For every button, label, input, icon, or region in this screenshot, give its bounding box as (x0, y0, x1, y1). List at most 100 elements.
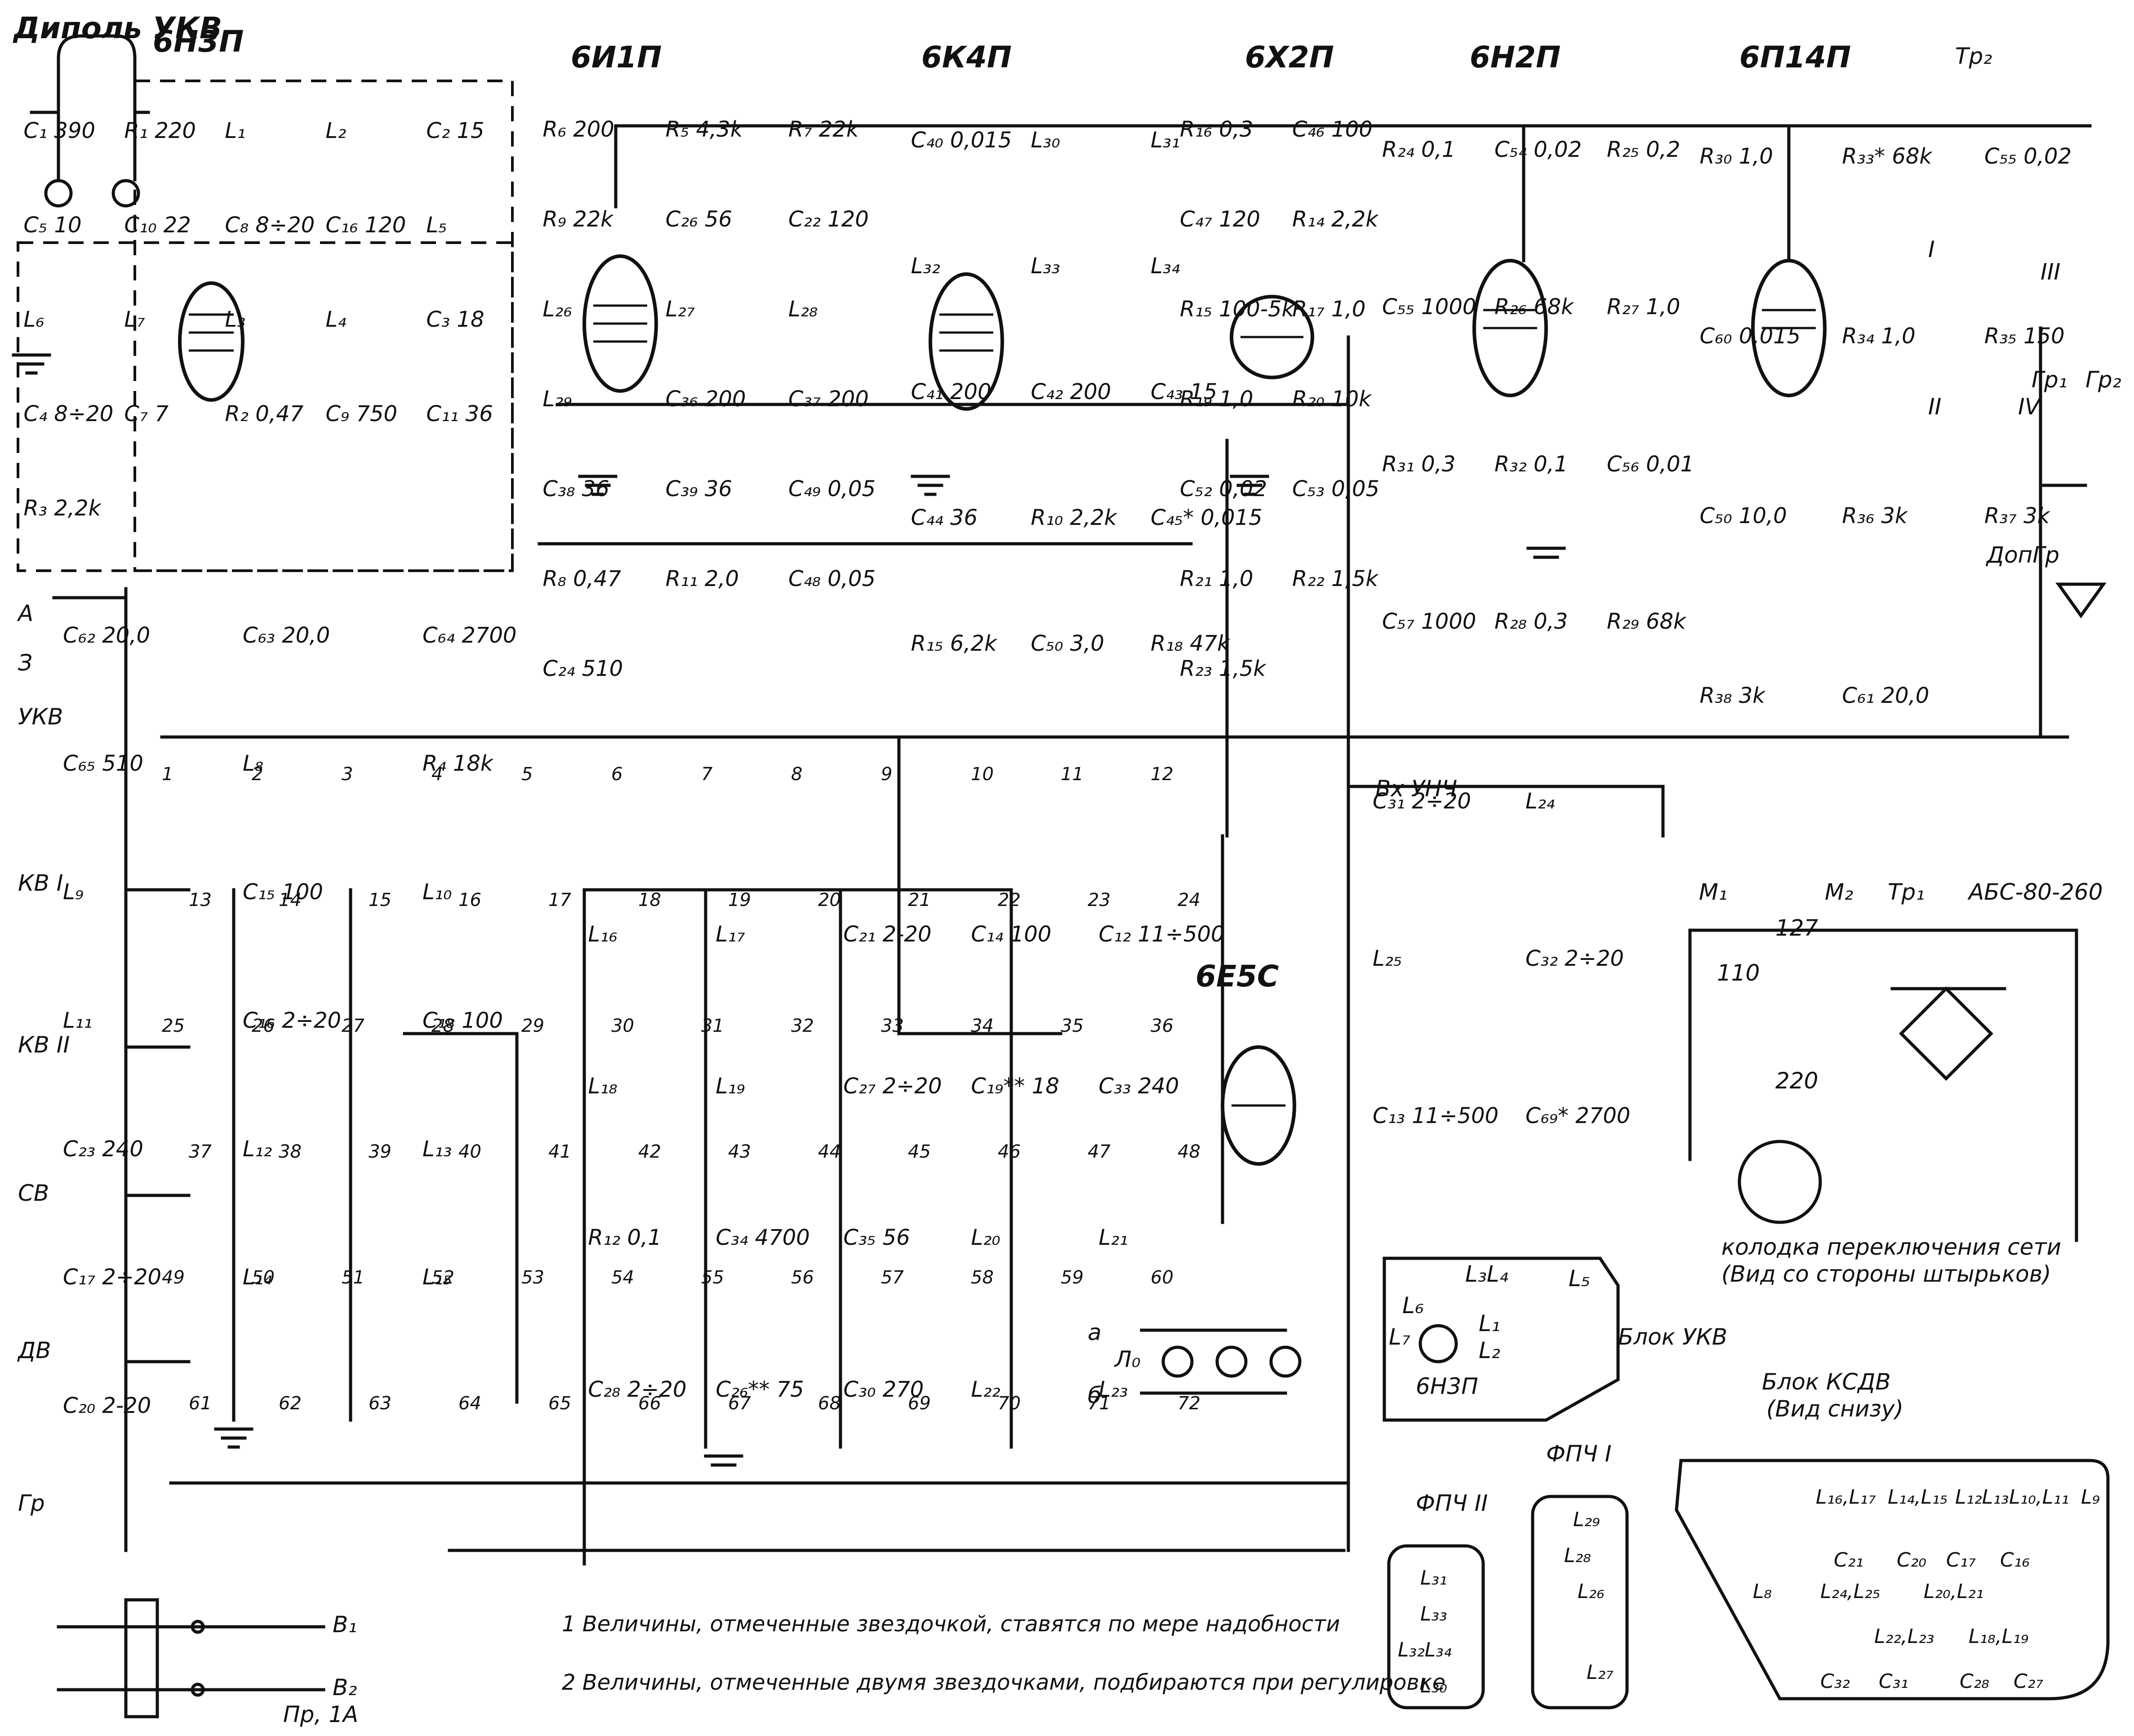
fpch2-block-drawing (1387, 1544, 1485, 1709)
switch-contact-number: 51 (342, 1267, 365, 1288)
component-value: C₂₁ 2-20 (843, 922, 932, 947)
component-value: R₁₄ 2,2k (1292, 207, 1378, 232)
switch-contact-number: 58 (971, 1267, 994, 1288)
component-value: L₂ (325, 118, 347, 143)
component-value: C₄₁ 200 (911, 379, 991, 404)
ksdv-l8: L₈ (1753, 1580, 1772, 1603)
socket-title: колодка переключения сети (1721, 1234, 2062, 1260)
component-value: R₃₅ 150 (1984, 324, 2065, 349)
component-value: L₁₈ (588, 1073, 618, 1099)
ksdv-title: Блок КСДВ (1762, 1369, 1891, 1395)
switch-contact-number: 41 (548, 1141, 571, 1162)
component-value: C₂₀ 2-20 (63, 1393, 151, 1418)
component-value: L₃₄ (1151, 253, 1180, 279)
component-value: C₄₆ 100 (1292, 117, 1373, 142)
component-value: C₆₁ 20,0 (1842, 683, 1929, 708)
component-value: C₁₁ 36 (426, 401, 493, 426)
m2-label: М₂ (1825, 879, 1854, 905)
component-value: C₂ 15 (426, 118, 485, 143)
tap-127: 127 (1775, 915, 1818, 941)
component-value: L₃₀ (1031, 128, 1060, 153)
ksdv-c16: C₁₆ (2000, 1549, 2030, 1572)
component-value: L₂₅ (1373, 946, 1402, 971)
fpch1-l27: L₂₇ (1587, 1661, 1614, 1684)
winding-1-label: I (1928, 236, 1935, 262)
switch-contact-number: 60 (1151, 1267, 1174, 1288)
tube-label-6i1p: 6И1П (571, 40, 662, 75)
component-value: C₂₈ 2÷20 (588, 1376, 687, 1402)
component-value: C₃₅ 56 (843, 1225, 910, 1251)
component-value: C₃ 18 (426, 307, 485, 332)
component-value: C₄₈ 0,05 (788, 566, 876, 591)
pilot-lamps (1140, 1328, 1302, 1395)
component-value: L₄ (325, 307, 347, 332)
ksdv-l20l21: L₂₀,L₂₁ (1924, 1580, 1984, 1603)
ukv-block-tube: 6Н3П (1416, 1373, 1478, 1399)
component-value: C₅₅ 1000 (1382, 294, 1476, 320)
switch-contact-number: 25 (162, 1016, 185, 1036)
component-value: R₂₁ 1,0 (1180, 566, 1254, 591)
switch-contact-number: 48 (1178, 1141, 1200, 1162)
component-value: R₂₇ 1,0 (1607, 294, 1681, 320)
switch-contact-number: 53 (521, 1267, 544, 1288)
ukv-block-l3l4: L₃L₄ (1465, 1261, 1508, 1287)
component-value: C₉ 750 (325, 401, 398, 426)
output-transformer-label: Тр₂ (1955, 43, 1992, 69)
switch-contact-number: 40 (458, 1141, 481, 1162)
ground-symbols (12, 353, 2107, 1467)
ksdv-l16l17: L₁₆,L₁₇ (1816, 1486, 1876, 1509)
component-value: L₁₅ (422, 1265, 452, 1290)
component-value: C₁₆ 2÷20 (243, 1008, 342, 1033)
component-value: R₂₀ 10k (1292, 386, 1371, 412)
switch-contact-number: 57 (881, 1267, 904, 1288)
switch-contact-number: 17 (548, 890, 571, 910)
component-value: C₂₆** 75 (716, 1376, 804, 1402)
component-value: R₂₆ 68k (1494, 294, 1574, 320)
component-value: L₆ (23, 307, 44, 332)
component-value: L₂₈ (788, 297, 818, 322)
component-value: R₂₃ 1,5k (1180, 656, 1266, 681)
component-value: C₁₇ 2÷20 (63, 1265, 162, 1290)
component-value: C₁₉** 18 (971, 1073, 1059, 1099)
component-value: C₃₃ 240 (1098, 1073, 1179, 1099)
switch-contact-number: 71 (1088, 1393, 1111, 1414)
component-value: C₂₂ 120 (788, 207, 869, 232)
component-value: R₃₈ 3k (1699, 683, 1765, 708)
component-value: C₁₀ 22 (124, 213, 191, 238)
ksdv-l9: L₉ (2081, 1486, 2100, 1509)
tube-label-6n3p: 6Н3П (153, 24, 244, 59)
component-value: C₁₃ 11÷500 (1373, 1103, 1499, 1128)
switch-contact-number: 55 (701, 1267, 724, 1288)
component-value: R₂₈ 0,3 (1494, 609, 1568, 634)
switch-contact-number: 36 (1151, 1016, 1174, 1036)
component-value: C₃₈ 36 (542, 476, 609, 502)
switch-contact-number: 32 (791, 1016, 814, 1036)
component-value: L₁₃ (422, 1136, 452, 1162)
component-value: L₁₁ (63, 1008, 93, 1033)
note-2: 2 Величины, отмеченные двумя звездочками… (562, 1670, 1446, 1695)
tube-label-6e5s: 6Е5С (1196, 959, 1279, 994)
ksdv-c17: C₁₇ (1946, 1549, 1976, 1572)
switch-contact-number: 43 (728, 1141, 751, 1162)
wiring (52, 124, 2092, 1566)
component-value: C₂₃ 240 (63, 1136, 143, 1162)
component-value: C₄₃ 15 (1151, 379, 1218, 404)
b2-label: В₂ (333, 1674, 357, 1700)
component-value: C₁₆ 120 (325, 213, 406, 238)
component-value: R₁₅ 6,2k (911, 631, 997, 656)
component-value: R₁₀ 2,2k (1031, 505, 1117, 530)
component-value: L₂₁ (1098, 1225, 1128, 1251)
component-value: R₁₅ 100-5k (1180, 297, 1294, 322)
ksdv-l24l25: L₂₄,L₂₅ (1820, 1580, 1881, 1603)
switch-contact-number: 5 (521, 764, 533, 785)
switch-contact-number: 23 (1088, 890, 1111, 910)
component-value: C₃₉ 36 (665, 476, 732, 502)
tap-220: 220 (1775, 1068, 1818, 1094)
ukv-block-drawing (1383, 1256, 1620, 1422)
switch-contact-number: 15 (369, 890, 391, 910)
switch-contact-number: 20 (818, 890, 841, 910)
component-value: L₃ (225, 307, 246, 332)
tube-label-6n2p: 6Н2П (1470, 40, 1561, 75)
component-value: C₅ 10 (23, 213, 82, 238)
component-value: L₂₄ (1525, 789, 1555, 814)
